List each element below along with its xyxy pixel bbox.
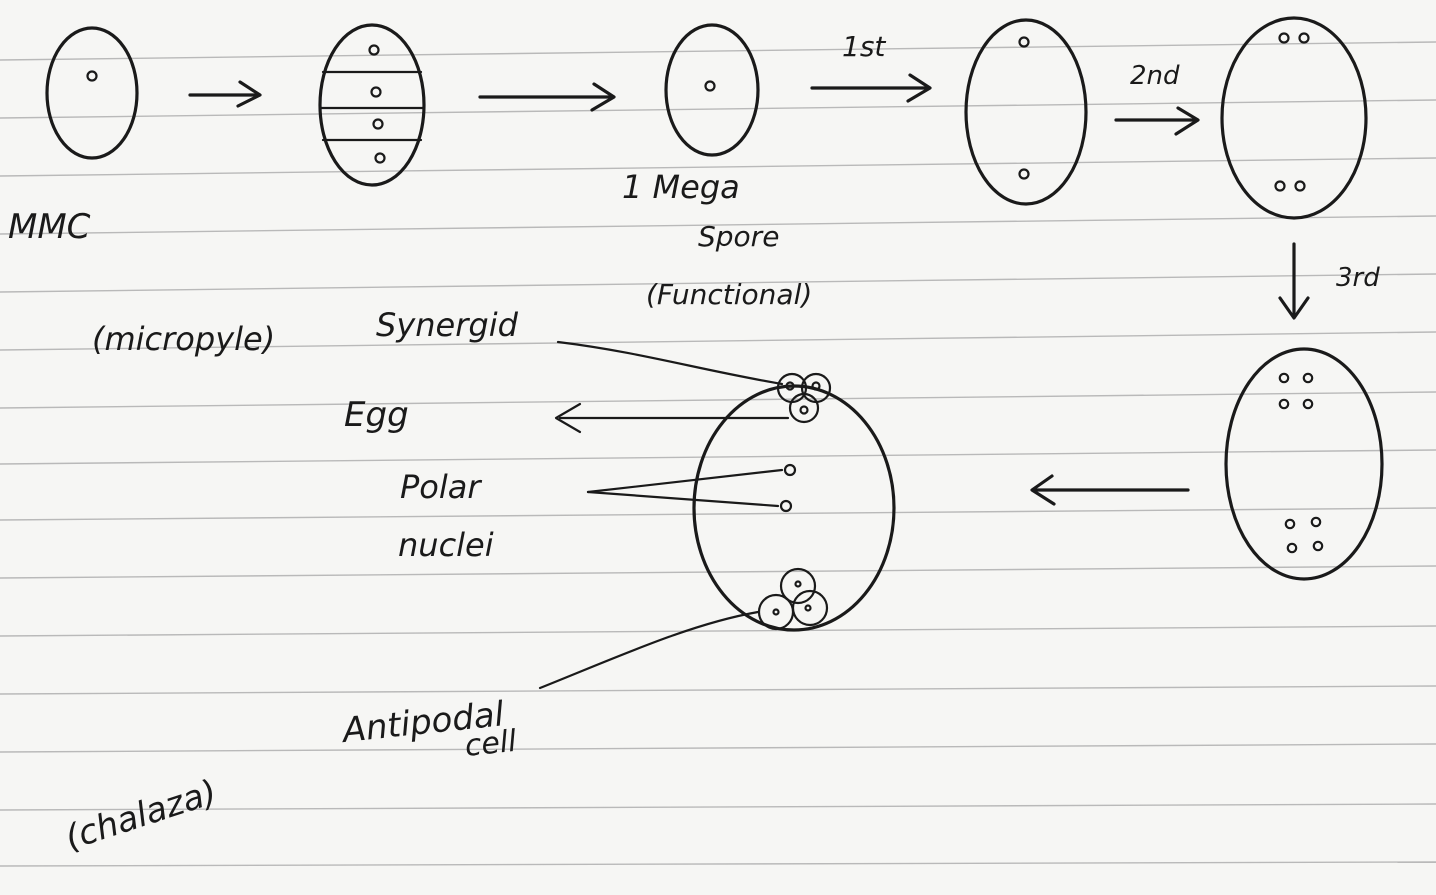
eight-nucleate-sac xyxy=(1224,347,1384,581)
mmc-label: MMC xyxy=(8,207,91,247)
antipodal-cell-top xyxy=(779,567,817,605)
polar-label: Polar xyxy=(400,468,482,506)
one-mega-label: 1 Mega xyxy=(622,168,740,206)
antipodal-pointer xyxy=(538,610,760,690)
mature-embryo-sac xyxy=(692,372,896,632)
arrow-1 xyxy=(188,80,262,108)
third-label: 3rd xyxy=(1336,263,1380,293)
arrow-second-division xyxy=(1114,106,1200,136)
nuclei-label: nuclei xyxy=(398,526,494,564)
egg-cell xyxy=(788,392,820,424)
second-label: 2nd xyxy=(1130,61,1180,91)
polar-nucleus-1 xyxy=(783,463,797,477)
antipodal-cell-left xyxy=(757,593,795,631)
arrow-first-division xyxy=(810,73,932,103)
antipodal-cell-right xyxy=(791,589,829,627)
synergid-pointer xyxy=(556,340,784,386)
four-nucleate-sac xyxy=(1220,16,1368,220)
functional-megaspore xyxy=(664,23,760,157)
micropyle-label: (micropyle) xyxy=(92,320,275,358)
polar-nucleus-2 xyxy=(779,499,793,513)
synergid-label: Synergid xyxy=(376,306,519,344)
egg-pointer xyxy=(554,402,790,434)
two-nucleate-sac xyxy=(964,18,1088,206)
polar-nuclei-pointers xyxy=(586,468,784,508)
arrow-third-division xyxy=(1278,242,1310,320)
megaspore-tetrad xyxy=(318,23,426,187)
arrow-to-embryo-sac xyxy=(1030,474,1190,506)
arrow-2 xyxy=(478,82,616,112)
cell-label: cell xyxy=(463,724,519,764)
first-label: 1st xyxy=(842,30,886,63)
functional-label: (Functional) xyxy=(646,278,812,311)
spore-label: Spore xyxy=(698,220,779,253)
ruled-lines xyxy=(0,41,1436,867)
mmc-cell xyxy=(45,26,139,160)
chalaza-label: (chalaza) xyxy=(60,772,221,858)
egg-label: Egg xyxy=(344,395,409,435)
